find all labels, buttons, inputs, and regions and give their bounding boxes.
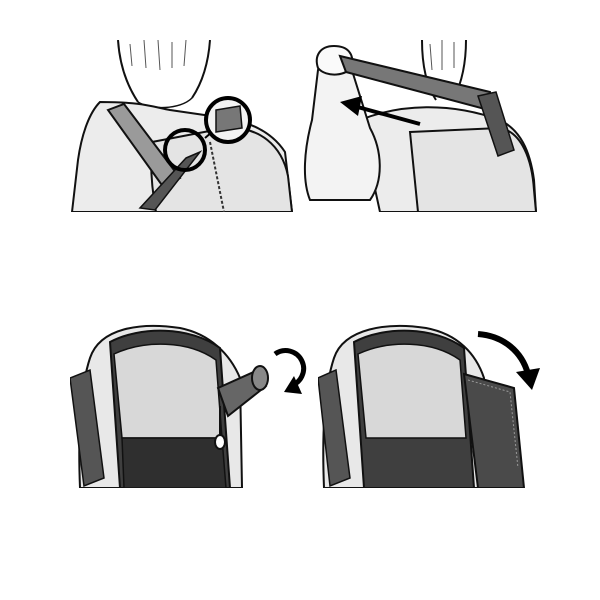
illustration-net-open	[318, 324, 540, 488]
illustration-cover-rolled	[70, 324, 307, 488]
illustration-step-1	[70, 40, 294, 212]
illustration-step-2	[303, 40, 538, 212]
